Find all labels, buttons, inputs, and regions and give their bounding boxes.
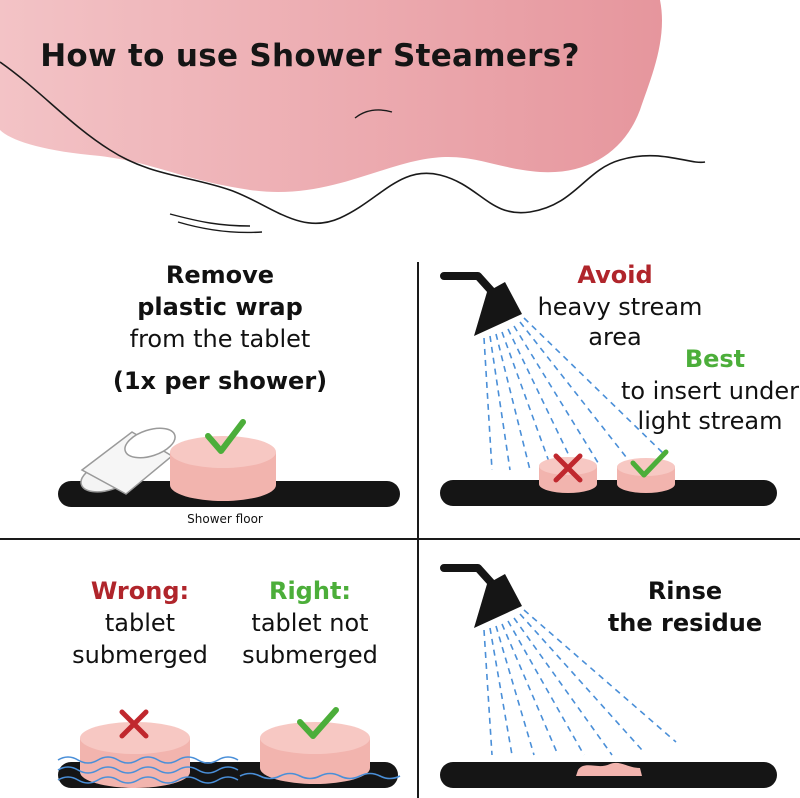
wrong-line1: tablet: [104, 609, 176, 637]
cross-icon: [119, 709, 149, 739]
check-icon: [205, 419, 246, 454]
water-wave-icon: [239, 772, 401, 780]
vertical-divider: [417, 262, 419, 798]
right-line2: submerged: [242, 641, 378, 669]
right-line1: tablet not: [251, 609, 369, 637]
page-title: How to use Shower Steamers?: [40, 38, 580, 74]
frequency-text: (1x per shower): [112, 367, 328, 395]
best-line2: light stream: [637, 407, 783, 435]
water-wave-icon: [57, 756, 239, 784]
right-label: Right:: [268, 577, 352, 605]
wrong-line2: submerged: [72, 641, 208, 669]
avoid-line1: heavy stream: [537, 293, 703, 321]
wrong-label: Wrong:: [90, 577, 190, 605]
water-spray-br: [483, 609, 677, 756]
check-icon: [630, 449, 669, 478]
rinse-heading: Rinse: [647, 577, 723, 605]
from-tablet-text: from the tablet: [129, 325, 311, 353]
residue: [576, 762, 642, 776]
avoid-line2: area: [588, 323, 642, 351]
best-label: Best: [684, 345, 746, 373]
header-blob: [0, 0, 706, 234]
shower-head-icon: [440, 564, 522, 628]
remove-heading: Remove: [165, 261, 275, 289]
check-icon: [297, 707, 339, 739]
tablet-avoid: [539, 457, 597, 493]
residue-heading: the residue: [607, 609, 763, 637]
plastic-wrap-heading: plastic wrap: [137, 293, 303, 321]
shower-head-icon: [440, 272, 522, 336]
cross-icon: [553, 453, 583, 483]
tablet-submerged: [80, 722, 190, 788]
plastic-wrapper: [80, 427, 176, 495]
water-spray-tr: [483, 317, 666, 471]
shower-floor-bar-tr: [440, 480, 777, 506]
avoid-label: Avoid: [577, 261, 653, 289]
shower-floor-label: Shower floor: [187, 512, 263, 526]
horizontal-divider: [0, 538, 800, 540]
best-line1: to insert under: [620, 377, 800, 405]
